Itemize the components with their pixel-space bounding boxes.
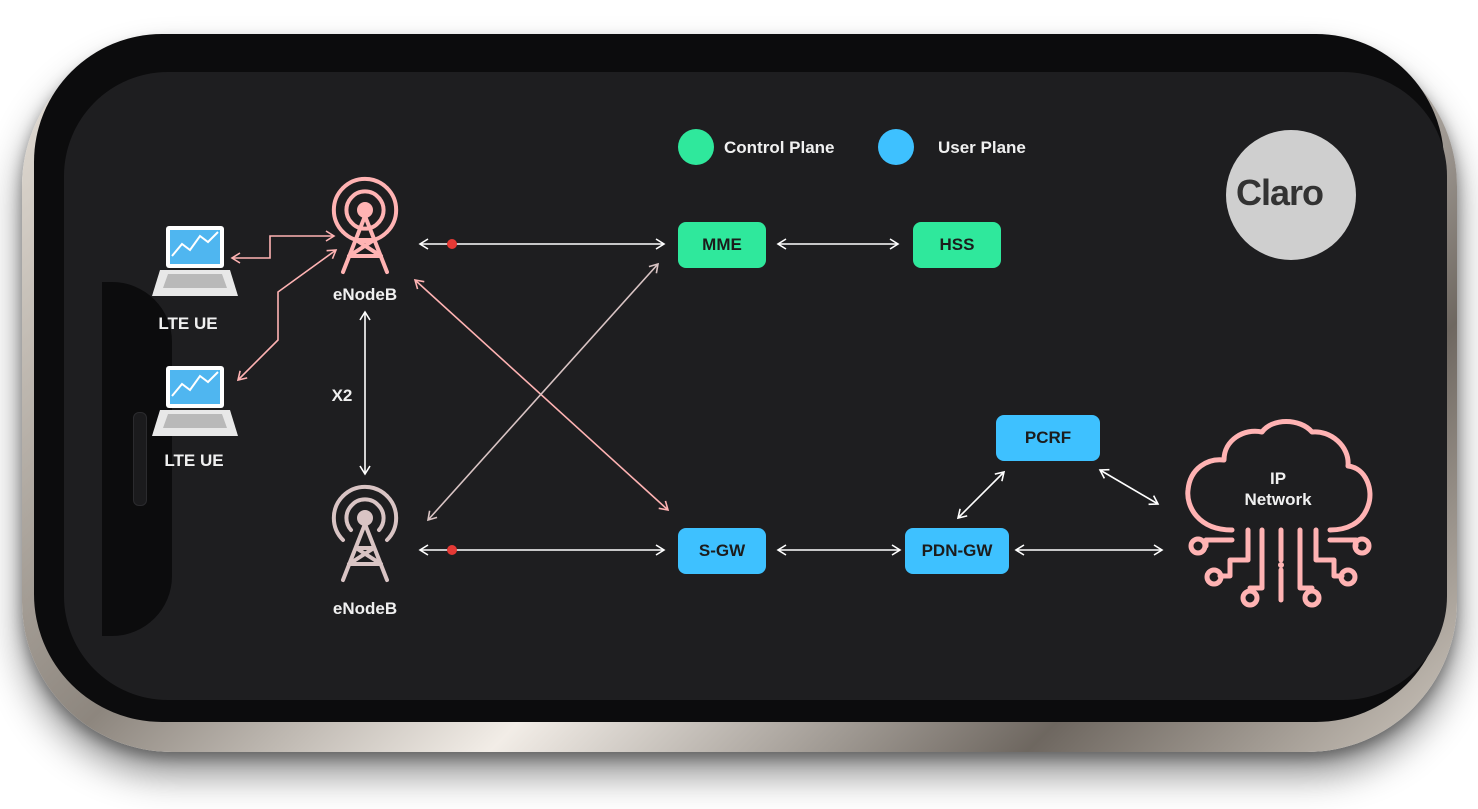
tower-icon [331,484,399,582]
enodeb-top-label: eNodeB [332,285,398,304]
link-pcrf-ip [1098,468,1160,506]
link-enodeb-top-sgw [413,278,670,512]
laptop-icon [152,226,238,296]
brand-logo-text: Claro [1236,172,1324,213]
node-pdngw: PDN-GW [905,528,1009,574]
enodeb-bottom-label: eNodeB [332,599,398,618]
phone-speaker [133,412,147,506]
node-pcrf: PCRF [996,415,1100,461]
ip-network-line1: IP [1269,469,1287,488]
phone-screen [64,72,1447,700]
ip-network-label: IP Network [1228,468,1328,510]
tower-icon [331,176,399,274]
node-hss: HSS [913,222,1001,268]
legend-dot-control-plane [678,129,714,165]
laptop-icon [152,366,238,436]
link-enodeb-mme [418,238,666,250]
link-enodeb-bottom-mme [426,262,660,522]
x2-label: X2 [331,386,353,405]
ue-top-label: LTE UE [158,314,218,333]
legend-label-control-plane: Control Plane [724,138,835,157]
ip-network-line2: Network [1244,490,1312,509]
cloud-network-icon [1185,419,1373,608]
ue-bottom-label: LTE UE [164,451,224,470]
legend-label-user-plane: User Plane [938,138,1026,157]
node-sgw: S-GW [678,528,766,574]
link-ue-bottom-enodeb [236,249,338,382]
legend-dot-user-plane [878,129,914,165]
link-ue-top-enodeb [230,230,336,264]
link-pdngw-pcrf [956,470,1006,520]
link-enodeb-bottom-sgw [418,544,666,556]
node-mme: MME [678,222,766,268]
brand-badge [1226,130,1356,260]
